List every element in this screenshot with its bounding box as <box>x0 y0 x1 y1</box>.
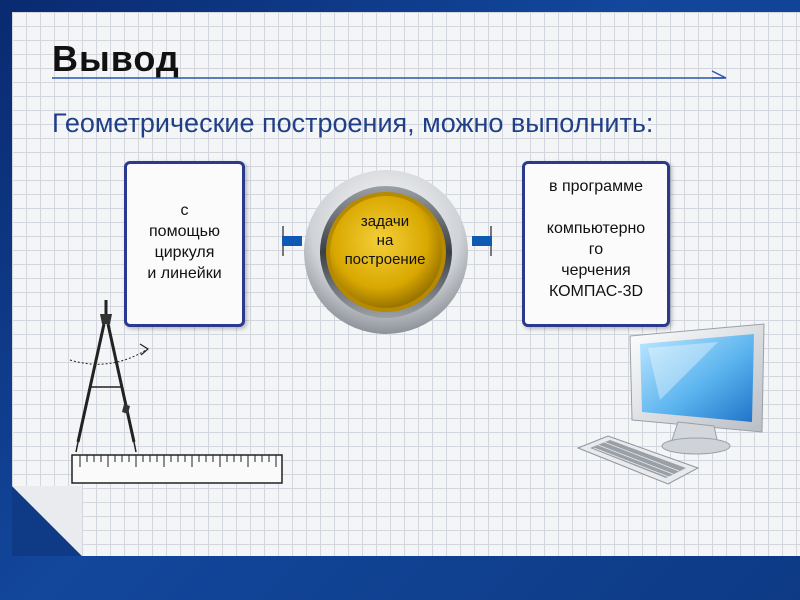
title-underline-arrow <box>52 70 727 79</box>
box-line: циркуля <box>154 244 215 261</box>
box-line: в программе <box>549 178 643 195</box>
compass-ruler-icon <box>69 300 283 484</box>
box-line <box>525 197 667 218</box>
box-line: помощью <box>149 223 220 240</box>
slide-title: Вывод <box>52 38 180 79</box>
box-line: с <box>180 202 189 219</box>
box-line: компьютерно <box>546 220 646 237</box>
center-line: задачи <box>360 213 410 230</box>
center-label: задачи на построение <box>330 212 440 269</box>
page-corner-fold <box>12 486 82 556</box>
method-compass-ruler-box: с помощью циркуля и линейки <box>124 161 245 327</box>
center-line: на <box>376 232 394 249</box>
method-kompas3d-box: в программе компьютерно го черчения КОМП… <box>522 161 670 327</box>
computer-icon <box>576 323 765 485</box>
box-line: го <box>588 241 604 258</box>
box-line: и линейки <box>147 265 222 282</box>
box-line: КОМПАС-3D <box>548 283 644 300</box>
connector-left <box>282 236 302 246</box>
slide-subtitle: Геометрические построения, можно выполни… <box>52 108 654 138</box>
center-gold-circle <box>304 170 468 334</box>
connector-right <box>472 236 492 246</box>
center-line: построение <box>344 251 426 268</box>
box-line: черчения <box>561 262 631 279</box>
